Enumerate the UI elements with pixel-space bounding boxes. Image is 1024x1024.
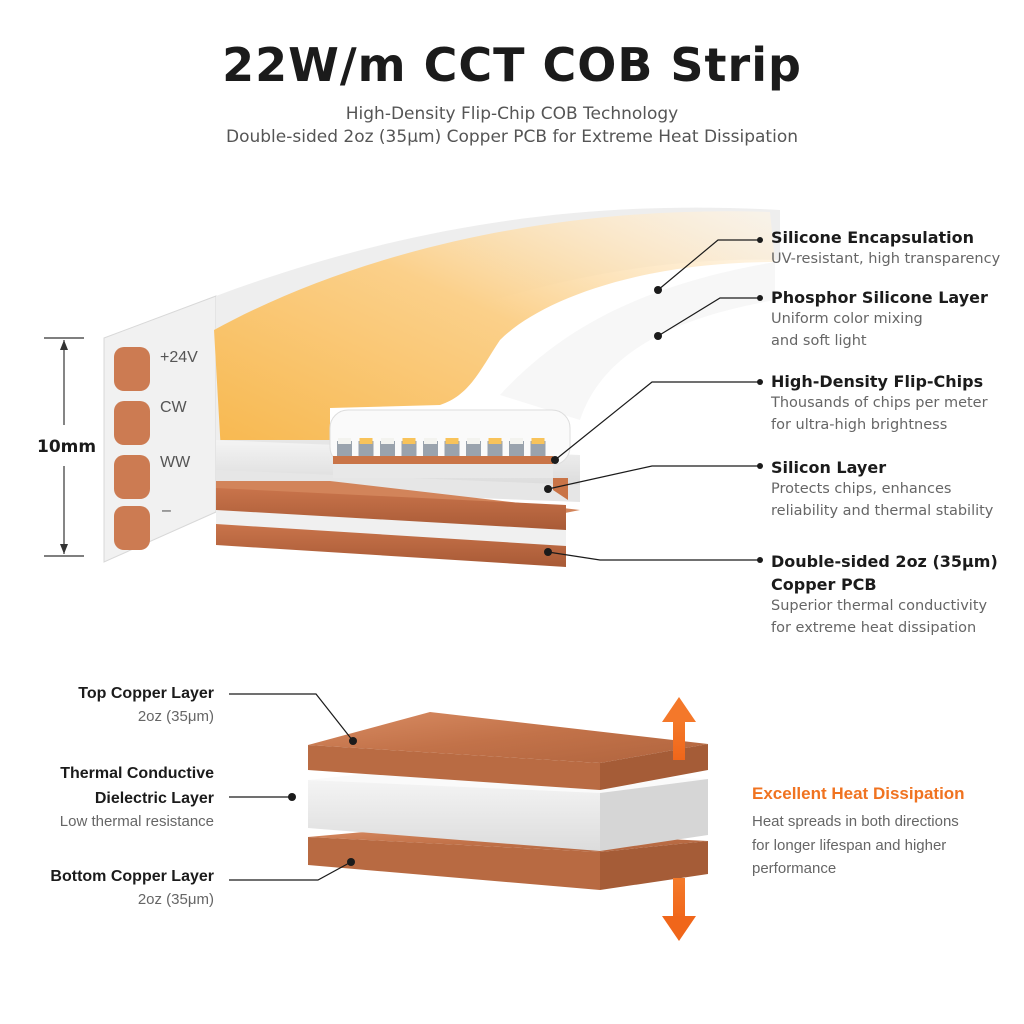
pad-cw <box>114 401 150 445</box>
pad-label-cw: CW <box>160 399 187 416</box>
label-desc: 2oz (35μm) <box>137 708 214 725</box>
led-chip <box>358 441 374 456</box>
led-chip <box>487 441 503 456</box>
pad-label-ww: WW <box>160 454 191 471</box>
dimension-label: 10mm <box>37 437 97 457</box>
strip-copper-front <box>216 488 566 531</box>
label-desc: 2oz (35μm) <box>137 891 214 908</box>
label-dielectric: Thermal Conductive Dielectric Layer Low … <box>60 761 214 833</box>
pad-plus <box>114 347 150 391</box>
heat-head: Excellent Heat Dissipation <box>752 784 965 803</box>
bottom-copper-front <box>308 837 600 890</box>
pad-ww <box>114 455 150 499</box>
led-chip-phosphor <box>467 438 480 444</box>
heat-desc: Heat spreads in both directions <box>752 813 959 830</box>
led-chip <box>337 441 352 456</box>
callout-desc: for extreme heat dissipation <box>771 619 977 636</box>
cross-section-copper <box>333 456 553 464</box>
top-copper-front <box>308 745 600 790</box>
callout-head: Silicone Encapsulation <box>771 228 975 247</box>
callout-silicon-layer: Silicon Layer Protects chips, enhances r… <box>771 456 1016 522</box>
layer-dots <box>288 737 357 866</box>
subtitle-line-2: Double-sided 2oz (35μm) Copper PCB for E… <box>225 127 798 147</box>
led-chip <box>530 441 546 456</box>
led-chip-phosphor <box>402 438 416 444</box>
heat-dissipation-note: Excellent Heat Dissipation Heat spreads … <box>752 782 1012 881</box>
callout-desc: for ultra-high brightness <box>771 416 948 433</box>
led-chip-phosphor <box>381 438 394 444</box>
label-bottom-copper: Bottom Copper Layer 2oz (35μm) <box>50 864 214 911</box>
label-head: Thermal Conductive <box>60 765 214 782</box>
label-head: Bottom Copper Layer <box>50 868 214 885</box>
dimension-marker <box>44 337 84 557</box>
strip-bottom-white <box>216 510 566 548</box>
label-top-copper: Top Copper Layer 2oz (35μm) <box>78 681 214 728</box>
bottom-copper-side <box>600 841 708 890</box>
callout-flip-chips: High-Density Flip-Chips Thousands of chi… <box>771 370 1016 436</box>
led-chip <box>444 441 460 456</box>
callout-desc: Uniform color mixing <box>771 311 923 327</box>
callout-silicone-encapsulation: Silicone Encapsulation UV-resistant, hig… <box>771 226 1016 271</box>
callout-head: Phosphor Silicone Layer <box>771 288 988 307</box>
callout-desc: and soft light <box>771 332 867 349</box>
led-chip-phosphor <box>424 438 437 444</box>
silicone-glow <box>214 211 775 470</box>
callout-head: High-Density Flip-Chips <box>771 372 984 391</box>
page-title: 22W/m CCT COB Strip <box>222 38 802 92</box>
top-copper-top <box>308 712 708 763</box>
callout-dots <box>544 237 763 563</box>
led-chip <box>380 441 395 456</box>
dielectric-front <box>308 780 600 851</box>
cross-section-copper-step <box>553 478 568 500</box>
strip-bottom-copper <box>216 524 566 567</box>
pad-label-plus: +24V <box>160 349 198 366</box>
callout-phosphor-silicone: Phosphor Silicone Layer Uniform color mi… <box>771 286 1016 352</box>
label-head: Top Copper Layer <box>78 685 214 702</box>
callout-desc: reliability and thermal stability <box>771 502 994 519</box>
led-chip <box>509 441 524 456</box>
led-chip-phosphor <box>359 438 373 444</box>
phosphor-band <box>500 262 775 420</box>
heat-arrow-up-icon <box>662 697 696 760</box>
led-chip-phosphor <box>445 438 459 444</box>
callout-leaders <box>547 239 760 561</box>
layer-stack <box>308 712 708 890</box>
led-chip-phosphor <box>510 438 523 444</box>
led-chip <box>466 441 481 456</box>
callout-copper-pcb: Double-sided 2oz (35μm) Copper PCB Super… <box>771 550 1016 639</box>
label-head-line-2: Dielectric Layer <box>94 790 214 807</box>
led-chip-phosphor <box>338 438 351 444</box>
led-chip-phosphor <box>531 438 545 444</box>
callout-head: Double-sided 2oz (35μm) <box>771 552 998 571</box>
callout-desc: UV-resistant, high transparency <box>771 251 1001 267</box>
layer-leaders <box>229 693 354 881</box>
strip-graphic <box>103 207 780 567</box>
callout-desc: Thousands of chips per meter <box>771 395 988 411</box>
led-chip-phosphor <box>488 438 502 444</box>
cross-section-silicon <box>333 464 553 478</box>
led-chip <box>423 441 438 456</box>
heat-desc: for longer lifespan and higher <box>752 836 947 854</box>
dielectric-side <box>600 779 708 851</box>
callout-desc: Superior thermal conductivity <box>771 598 988 614</box>
subtitle-line-1: High-Density Flip-Chip COB Technology <box>345 104 679 124</box>
heat-arrow-down-icon <box>662 878 696 941</box>
callout-head: Silicon Layer <box>771 458 887 477</box>
chip-row <box>337 438 546 456</box>
label-desc: Low thermal resistance <box>59 813 214 830</box>
led-chip <box>401 441 417 456</box>
callout-head-line-2: Copper PCB <box>771 575 877 594</box>
heat-desc: performance <box>752 860 837 877</box>
callout-desc: Protects chips, enhances <box>771 481 952 497</box>
pad-label-minus: – <box>162 502 171 519</box>
pad-minus <box>114 506 150 550</box>
